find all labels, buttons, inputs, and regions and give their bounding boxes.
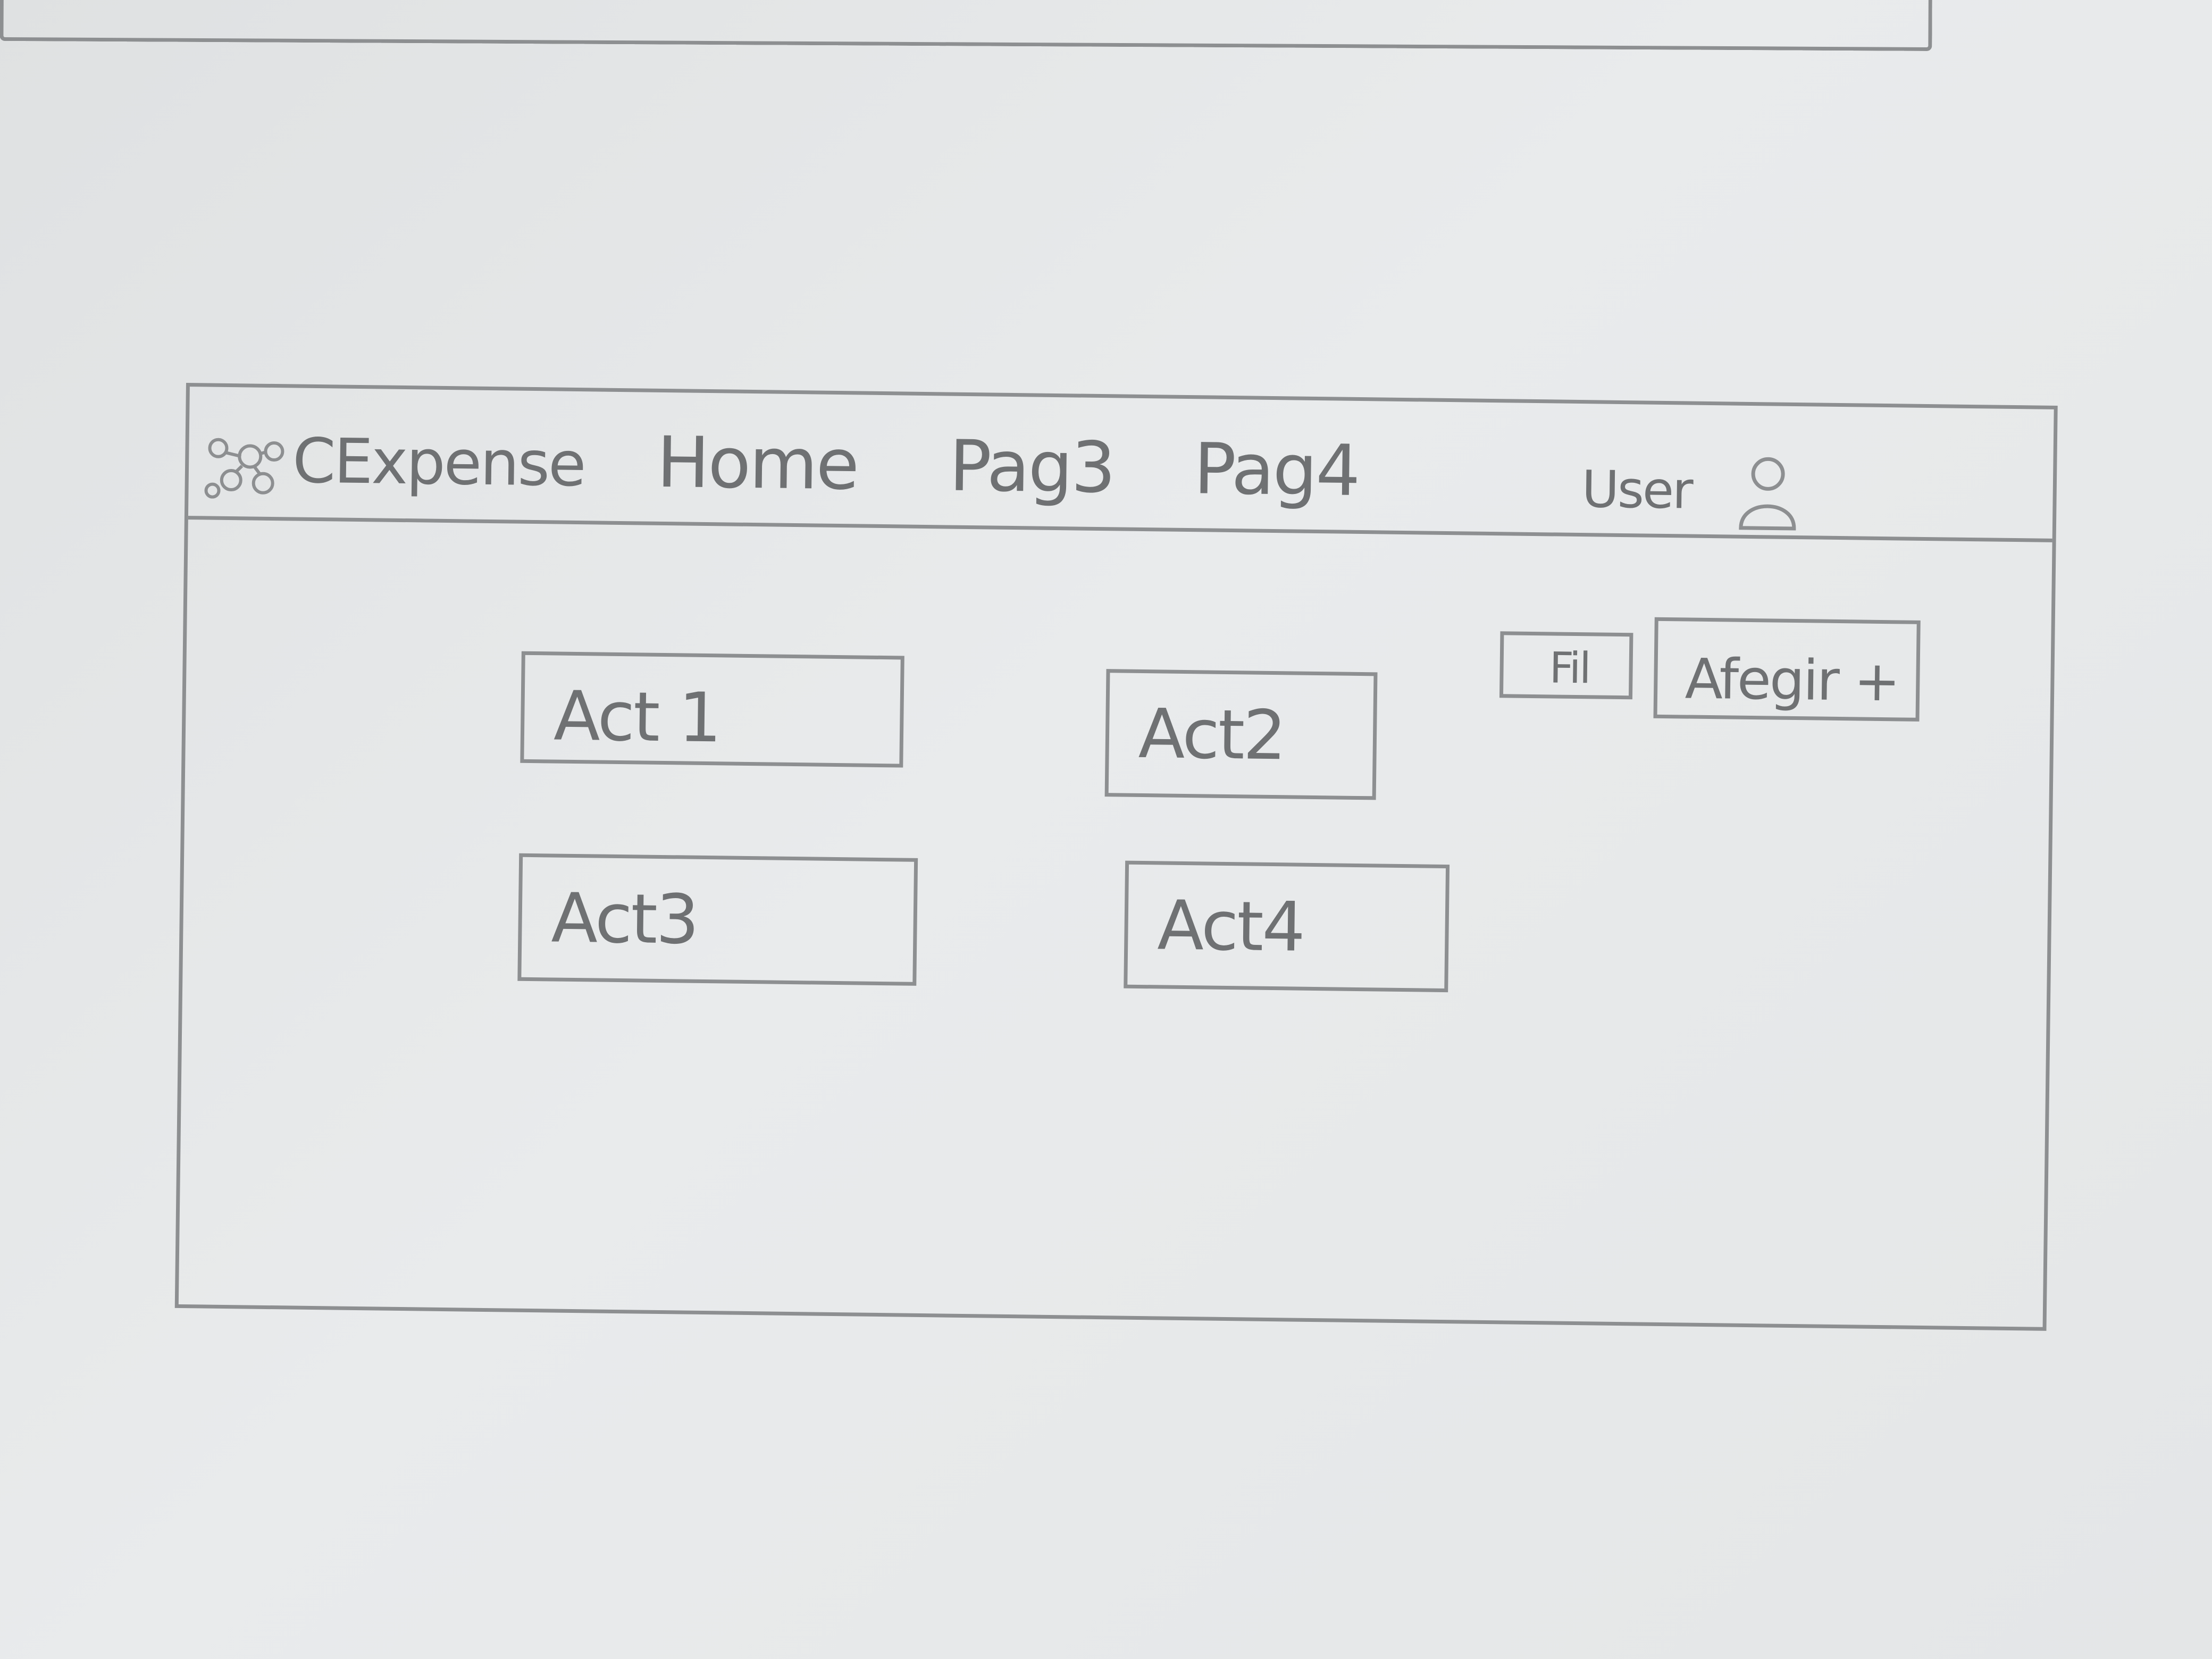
activity-card-1[interactable]: Act 1 [520, 651, 904, 768]
brand-name[interactable]: CExpense [292, 425, 585, 501]
user-icon[interactable] [1730, 454, 1806, 534]
filter-button[interactable]: Fil [1499, 631, 1633, 700]
activity-card-2[interactable]: Act2 [1104, 669, 1378, 800]
activity-label: Act 1 [553, 676, 721, 758]
app-window: CExpense Home Pag3 Pag4 User Fil Afegir … [174, 383, 2058, 1331]
people-network-icon [204, 438, 284, 499]
nav-home[interactable]: Home [656, 421, 858, 506]
activity-label: Act2 [1138, 694, 1286, 776]
activity-label: Act4 [1157, 886, 1304, 967]
previous-sketch-frame [0, 0, 1932, 52]
user-label[interactable]: User [1581, 459, 1692, 521]
activity-card-4[interactable]: Act4 [1124, 860, 1450, 993]
navbar: CExpense Home Pag3 Pag4 User [188, 387, 2054, 542]
activity-card-3[interactable]: Act3 [517, 853, 918, 986]
nav-pag4[interactable]: Pag4 [1193, 428, 1360, 512]
activity-label: Act3 [550, 878, 698, 960]
add-button[interactable]: Afegir + [1653, 617, 1921, 722]
nav-pag3[interactable]: Pag3 [949, 425, 1115, 509]
